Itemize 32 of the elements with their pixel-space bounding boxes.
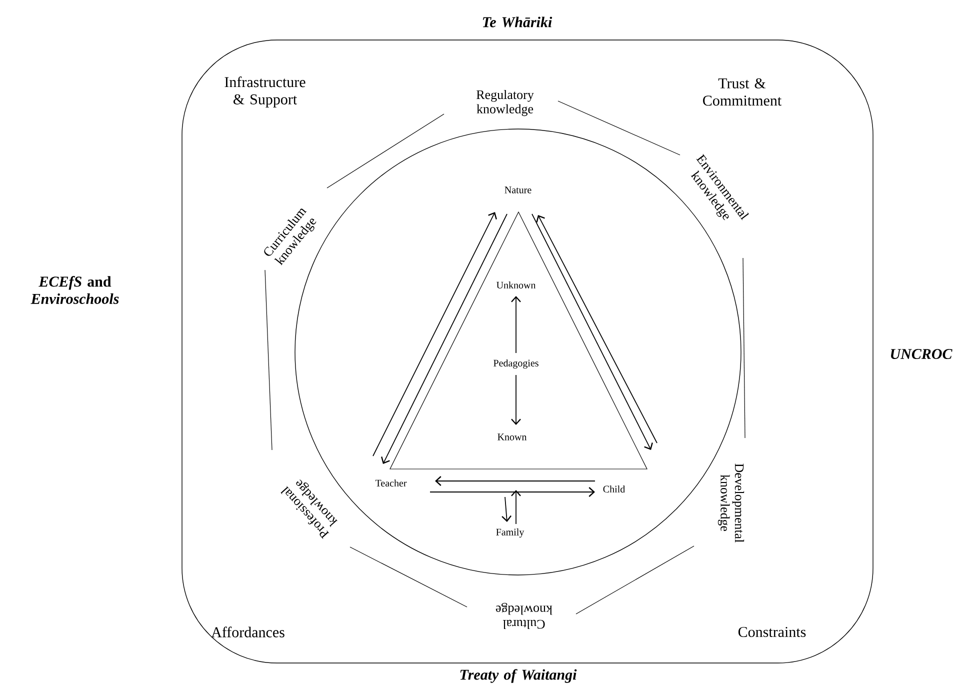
arrow — [511, 374, 521, 425]
node-label: Unknown — [496, 281, 536, 288]
node-label: Known — [498, 434, 527, 440]
node-label: Regulatory knowledge — [476, 90, 534, 116]
connector-line — [576, 546, 694, 614]
text-label: Trust & Commitment — [703, 78, 782, 106]
text-label: Treaty of Waitangi — [460, 669, 577, 683]
arrow — [430, 487, 595, 497]
connector-line — [742, 258, 746, 438]
node-label: Teacher — [375, 479, 407, 486]
connector-line — [350, 546, 468, 608]
node-label: Nature — [504, 186, 532, 194]
connector-line — [326, 114, 444, 188]
arrow — [502, 496, 512, 522]
node-label: Pedagogies — [494, 359, 538, 369]
text-label: Constraints — [738, 626, 806, 638]
text-label: ECEfS and Enviroschools — [30, 276, 119, 304]
connector-line — [558, 100, 680, 156]
text-label: Infrastructure & Support — [224, 76, 306, 108]
node-label: Child — [603, 485, 625, 492]
node-label: Family — [496, 528, 524, 538]
arrow — [435, 476, 596, 486]
arrow — [511, 490, 521, 524]
arrow — [381, 214, 508, 464]
arrow — [372, 212, 497, 456]
node-label: Developmental knowledge — [718, 464, 744, 542]
text-label: UNCROC — [890, 348, 952, 360]
text-label: Affordances — [211, 626, 284, 638]
node-label: Cultural knowledge — [496, 602, 552, 630]
text-label: Te Whāriki — [482, 16, 552, 28]
arrow — [511, 296, 521, 354]
connector-line — [264, 270, 272, 450]
